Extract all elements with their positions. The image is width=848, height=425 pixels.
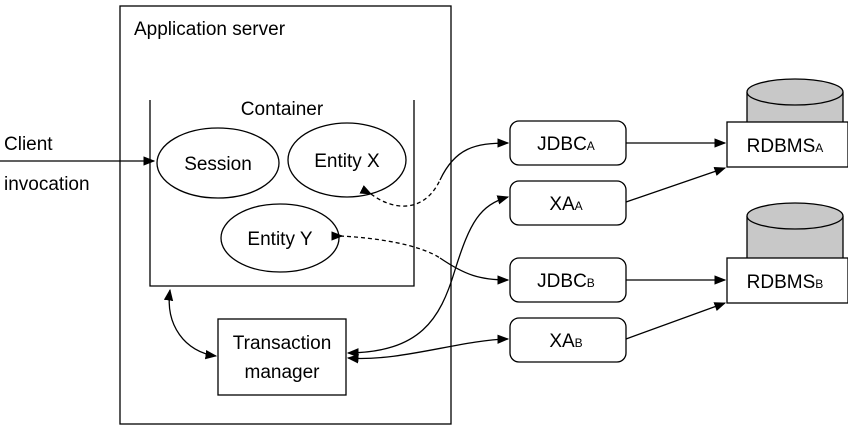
container-outline <box>149 100 415 287</box>
xa-b-box: XAB <box>509 317 627 363</box>
svg-text:Entity Y: Entity Y <box>247 229 312 250</box>
svg-text:Transaction: Transaction <box>233 333 332 354</box>
svg-text:RDBMSA: RDBMSA <box>747 136 824 157</box>
client-invocation-line2: invocation <box>4 174 90 195</box>
jdbc-a-box: JDBCA <box>509 120 627 166</box>
svg-text:manager: manager <box>245 362 321 383</box>
client-invocation-line1: Client <box>4 134 53 155</box>
jdbc-b-box: JDBCB <box>509 257 627 303</box>
xa-a-to-rdbms-a-arrow <box>625 166 727 203</box>
svg-text:XAB: XAB <box>549 331 582 352</box>
tm-xa-b-arrow <box>346 334 510 364</box>
rdbms-b-box: RDBMSB <box>726 257 848 304</box>
rdbms-a-box: RDBMSA <box>726 121 848 168</box>
xa-b-to-rdbms-b-arrow <box>625 302 727 340</box>
svg-text:Session: Session <box>184 154 252 175</box>
svg-text:Entity X: Entity X <box>314 151 380 172</box>
tm-container-arrow <box>163 288 218 360</box>
svg-text:JDBCB: JDBCB <box>537 271 595 292</box>
entity-x-to-jdbc-a-arrow <box>439 138 510 181</box>
container-label: Container <box>241 99 324 120</box>
svg-text:JDBCA: JDBCA <box>537 134 595 155</box>
session-bean: Session <box>156 127 280 199</box>
entity-x-bean: Entity X <box>287 122 407 198</box>
svg-text:XAA: XAA <box>549 194 582 215</box>
xa-a-box: XAA <box>509 180 627 226</box>
transaction-manager-box: Transaction manager <box>217 318 347 396</box>
svg-text:RDBMSB: RDBMSB <box>747 272 824 293</box>
entity-y-bean: Entity Y <box>220 203 340 273</box>
application-server-label: Application server <box>134 19 286 40</box>
